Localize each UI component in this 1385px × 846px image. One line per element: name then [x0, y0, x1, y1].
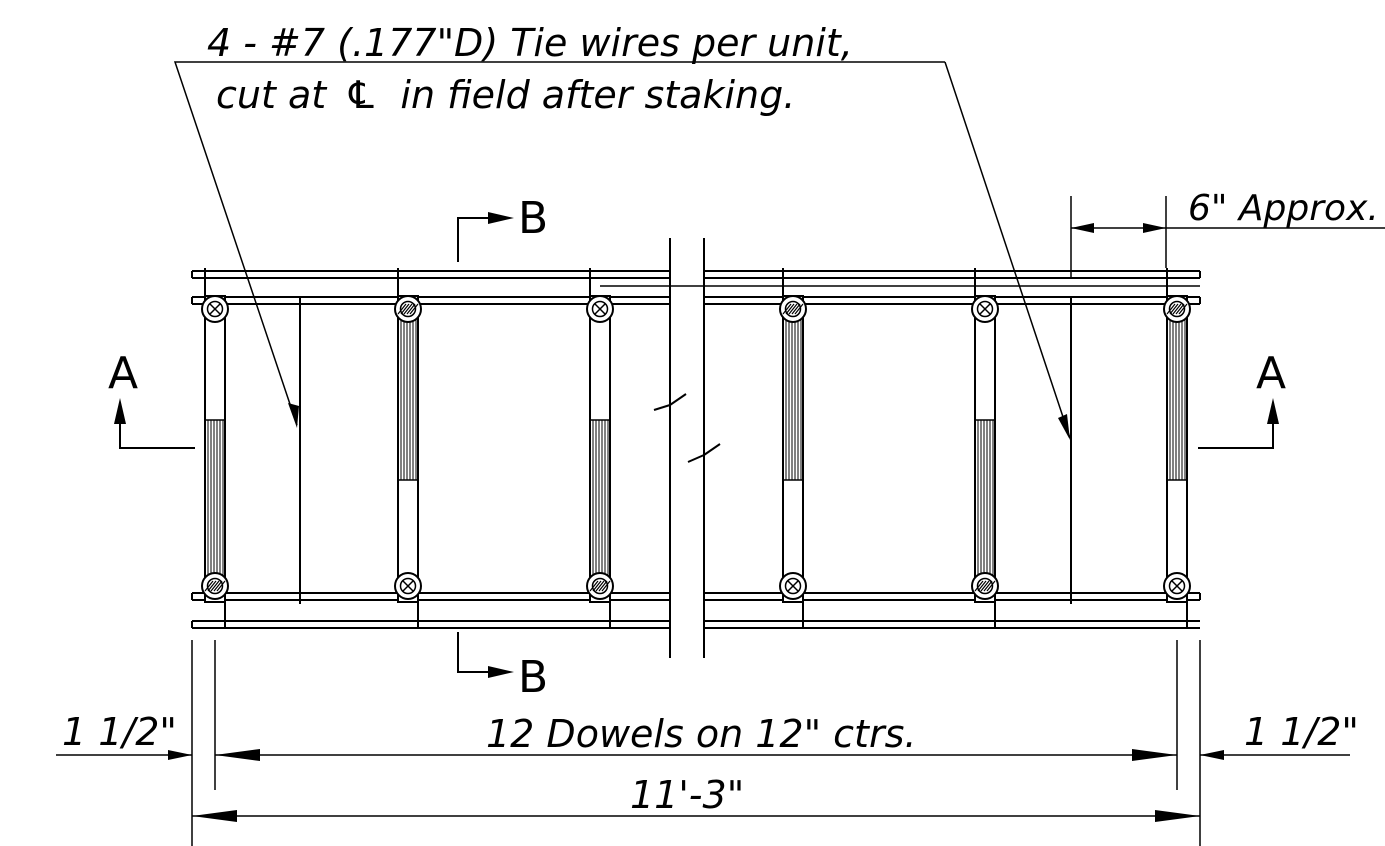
- section-b-bottom-label: B: [518, 652, 548, 703]
- dowel-6-bottom-loop: [1163, 572, 1191, 600]
- edge-right-label: 1 1/2": [1244, 710, 1359, 754]
- dowel-2: [394, 268, 422, 628]
- edge-left-label: 1 1/2": [62, 710, 177, 754]
- break-lines: [653, 238, 721, 658]
- dowel-6: [1163, 268, 1191, 628]
- dowel-1-top-loop: [201, 295, 229, 323]
- dowel-4: [779, 268, 807, 628]
- dowel-spacing-label: 12 Dowels on 12" ctrs.: [486, 712, 916, 756]
- tie-wire-note-line1: 4 - #7 (.177"D) Tie wires per unit,: [207, 21, 853, 65]
- tie-wire-note-line2: cut at ℄ in field after staking.: [216, 73, 795, 117]
- section-b-top-label: B: [518, 193, 548, 244]
- approx-spacing-label: 6" Approx.: [1188, 188, 1379, 229]
- section-b-top: B: [457, 193, 548, 262]
- dowel-2-bottom-loop: [394, 572, 422, 600]
- dowel-3-top-loop: [586, 295, 614, 323]
- dowel-5-bottom-loop: [971, 572, 999, 600]
- section-a-right: A: [1198, 348, 1286, 449]
- dowel-5: [971, 268, 999, 628]
- section-a-left-label: A: [108, 348, 138, 399]
- leader-arrow-right: [1058, 414, 1070, 440]
- dowel-3: [586, 268, 614, 628]
- leader-line-right: [944, 61, 1071, 439]
- dowel-3-bottom-loop: [586, 572, 614, 600]
- centerline-symbol: ℄: [344, 73, 378, 117]
- dowel-2-top-loop: [394, 295, 422, 323]
- dowel-5-top-loop: [971, 295, 999, 323]
- dowel-4-top-loop: [779, 295, 807, 323]
- bottom-dimensions: 1 1/2" 1 1/2" 12 Dowels on 12" ctrs. 11'…: [56, 640, 1359, 846]
- section-b-bottom: B: [457, 632, 548, 703]
- section-a-left: A: [108, 348, 195, 449]
- dowel-6-top-loop: [1163, 295, 1191, 323]
- dowel-4-bottom-loop: [779, 572, 807, 600]
- section-a-right-label: A: [1256, 348, 1286, 399]
- dimension-approx-spacing: 6" Approx.: [1070, 188, 1385, 278]
- overall-length-label: 11'-3": [630, 773, 744, 817]
- tie-wire-note: 4 - #7 (.177"D) Tie wires per unit, cut …: [173, 21, 1071, 440]
- leader-arrow-left: [288, 403, 299, 428]
- basket-rails: [191, 270, 1201, 629]
- dowel-bars: [201, 268, 1191, 628]
- dowel-1-bottom-loop: [201, 572, 229, 600]
- tie-wires: [299, 297, 1072, 604]
- dowel-1: [201, 268, 229, 628]
